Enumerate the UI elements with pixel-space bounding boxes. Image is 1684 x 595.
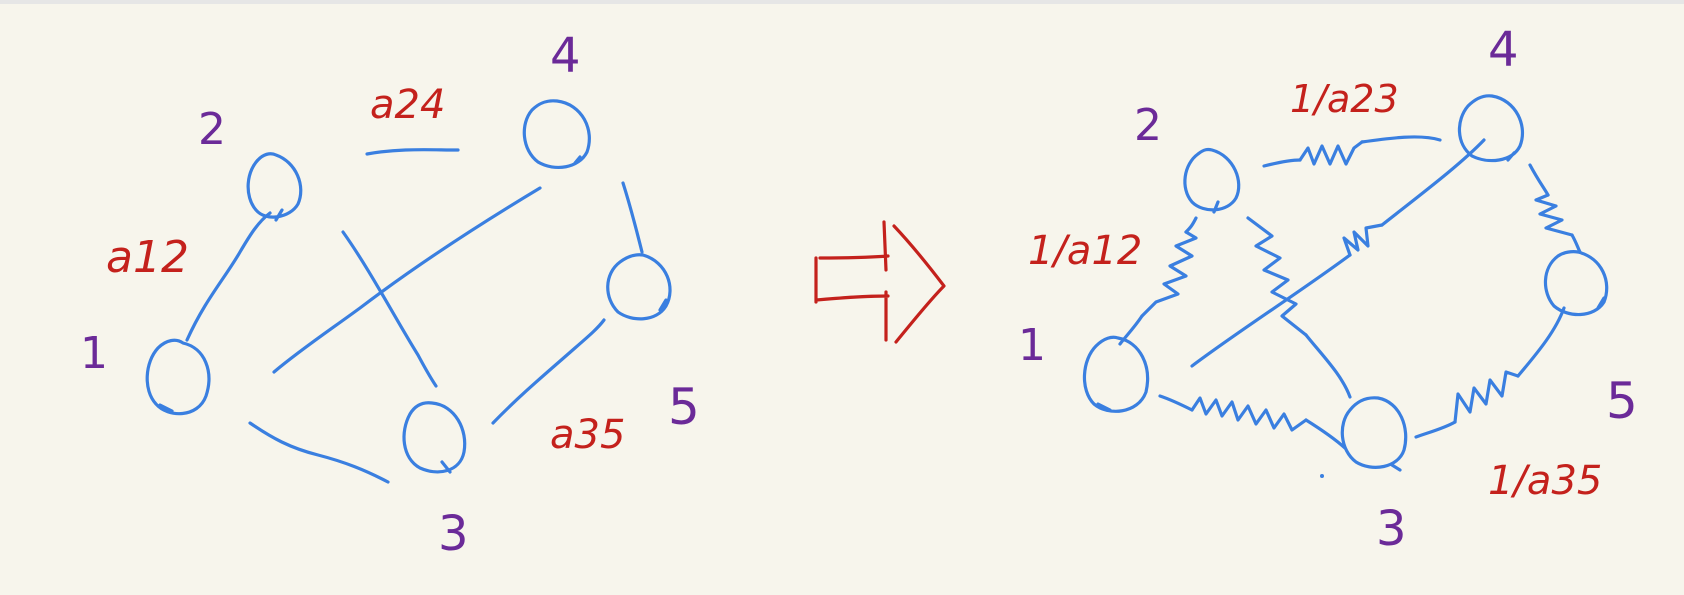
left-weight-a12: a12 <box>106 232 189 283</box>
right-node-4 <box>1457 94 1525 163</box>
stray-dot <box>1320 474 1324 478</box>
right-edge-2-4 <box>1262 135 1442 168</box>
arrow-shaft <box>814 220 890 342</box>
resistor-3-5 <box>1453 370 1520 424</box>
right-resistance-1-over-a23: 1/a23 <box>1290 77 1399 121</box>
top-border <box>0 0 1684 4</box>
left-node-label-1: 1 <box>80 328 108 379</box>
resistor-4-5 <box>1534 193 1574 237</box>
left-graph: 1 2 3 4 5 a12 a24 a35 <box>80 28 700 562</box>
resistor-2-4 <box>1298 140 1364 166</box>
resistor-1-3 <box>1190 396 1308 432</box>
right-node-label-5: 5 <box>1606 372 1638 430</box>
left-node-label-4: 4 <box>550 28 581 84</box>
left-node-label-5: 5 <box>668 378 700 436</box>
right-resistance-1-over-a35: 1/a35 <box>1488 458 1602 504</box>
left-node-3 <box>402 401 467 474</box>
right-node-label-4: 4 <box>1488 22 1519 78</box>
right-node-label-2: 2 <box>1134 100 1162 151</box>
right-edge-3-5 <box>1414 306 1566 439</box>
right-edge-1-4b <box>1380 138 1486 227</box>
left-edge-1-4 <box>272 186 542 374</box>
right-node-1 <box>1082 335 1150 413</box>
resistor-2-3 <box>1246 216 1308 337</box>
right-node-label-3: 3 <box>1376 501 1407 557</box>
right-graph: 1 2 3 4 5 1/a12 1/a23 1/a35 <box>1018 22 1638 557</box>
resistor-1-4 <box>1342 223 1384 257</box>
right-edge-1-3 <box>1158 394 1347 450</box>
left-node-label-3: 3 <box>438 506 469 562</box>
right-node-3 <box>1340 396 1408 472</box>
left-node-1 <box>145 338 211 416</box>
left-weight-a35: a35 <box>550 412 625 458</box>
left-weight-a24: a24 <box>370 82 445 128</box>
right-node-label-1: 1 <box>1018 320 1046 371</box>
implies-arrow <box>814 220 946 344</box>
right-node-5 <box>1543 250 1609 317</box>
arrow-head <box>892 224 946 344</box>
left-edge-4-5 <box>621 181 644 254</box>
left-node-label-2: 2 <box>198 104 226 155</box>
left-node-2 <box>246 152 303 222</box>
right-edge-4-5 <box>1528 163 1582 254</box>
right-edge-1-4 <box>1190 253 1352 368</box>
left-node-4 <box>522 99 591 170</box>
left-edge-2-3 <box>341 230 438 388</box>
left-edge-3-5 <box>491 318 606 425</box>
resistor-1-2 <box>1140 230 1198 318</box>
left-edge-1-3 <box>248 421 390 484</box>
right-resistance-1-over-a12: 1/a12 <box>1028 228 1142 274</box>
right-edge-2-3 <box>1304 333 1352 399</box>
left-edge-1-2 <box>185 211 272 342</box>
right-node-2 <box>1183 147 1241 214</box>
left-node-5 <box>606 253 672 321</box>
left-edge-2-4 <box>365 148 460 156</box>
